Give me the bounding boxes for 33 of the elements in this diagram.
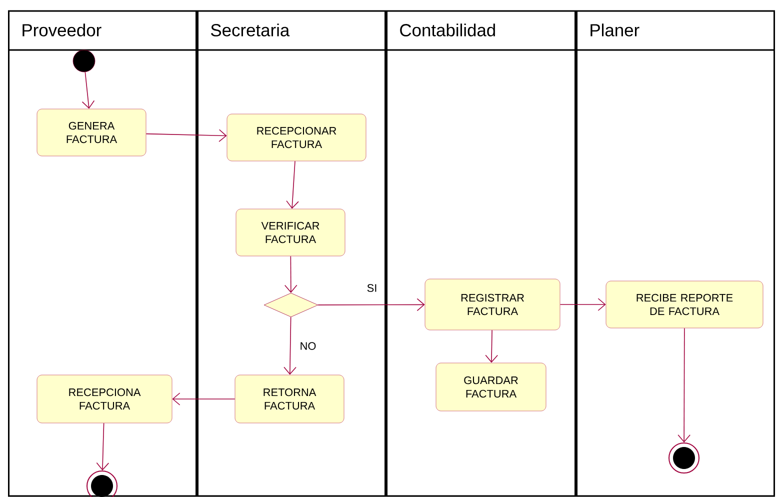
activity-box: GENERA FACTURA xyxy=(36,108,146,156)
swimlane xyxy=(8,10,197,497)
arrow xyxy=(284,316,296,375)
decision-diamond xyxy=(264,292,318,318)
lane-heading: Planer xyxy=(590,24,640,36)
activity-box: RECEPCIONA FACTURA xyxy=(36,374,172,424)
end-node xyxy=(86,470,118,497)
arrow xyxy=(284,256,298,293)
arrow xyxy=(318,298,425,312)
activity-box: GUARDAR FACTURA xyxy=(436,362,546,412)
swimlane xyxy=(576,10,775,497)
start-node xyxy=(72,50,96,72)
arrow xyxy=(96,422,110,470)
lane-heading: Secretaria xyxy=(211,24,290,36)
arrow xyxy=(560,298,606,311)
activity-box: RECIBE REPORTE DE FACTURA xyxy=(606,280,764,328)
activity-box: REGISTRAR FACTURA xyxy=(424,278,560,330)
edge-label: SI xyxy=(367,284,376,292)
swimlane xyxy=(197,10,386,497)
arrow xyxy=(286,160,299,209)
arrow xyxy=(82,72,95,109)
activity-box: RECEPCIONAR FACTURA xyxy=(226,114,366,162)
edge-label: NO xyxy=(300,342,316,350)
activity-box: RETORNA FACTURA xyxy=(234,374,344,424)
end-node xyxy=(668,442,700,474)
activity-box: VERIFICAR FACTURA xyxy=(236,208,346,256)
arrow xyxy=(146,129,227,142)
lane-heading: Contabilidad xyxy=(400,24,495,36)
lane-heading: Proveedor xyxy=(22,24,102,36)
arrow xyxy=(678,328,690,442)
arrow xyxy=(485,330,498,363)
swimlane xyxy=(386,10,576,497)
arrow xyxy=(172,392,236,406)
